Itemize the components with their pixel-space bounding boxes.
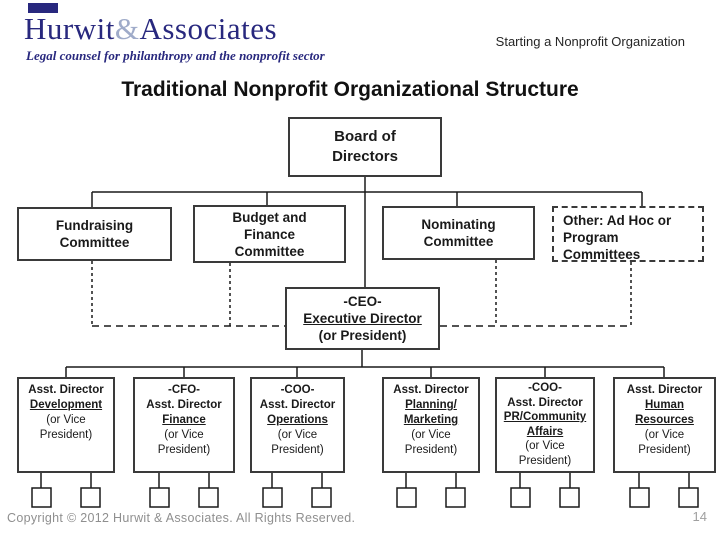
connector-directors-to-staff <box>40 473 690 488</box>
org-box-line: Committees <box>563 247 641 262</box>
org-box-line: Committee <box>59 235 130 250</box>
org-box-line: (or Vice <box>525 440 565 452</box>
org-box-line: Asst. Director <box>393 384 469 396</box>
staff-slot-box <box>262 487 283 508</box>
org-box-other-committees: Other: Ad Hoc or Program Committees <box>552 206 704 262</box>
org-box-line: Committee <box>423 234 494 249</box>
staff-slot-box <box>396 487 417 508</box>
org-box-line: President) <box>638 444 691 456</box>
org-box-line: Operations <box>267 414 328 426</box>
org-box-line: (or Vice <box>46 414 86 426</box>
org-box-line: (or Vice <box>411 429 451 441</box>
staff-slot-box <box>80 487 101 508</box>
org-box-fundraising-committee: Fundraising Committee <box>17 207 172 261</box>
staff-slot-box <box>311 487 332 508</box>
brand-tagline: Legal counsel for philanthropy and the n… <box>26 48 325 63</box>
staff-slot-box <box>678 487 699 508</box>
org-box-line: Affairs <box>526 425 564 438</box>
org-box-line: Budget and <box>232 209 307 225</box>
logo-accent-bar <box>28 3 58 13</box>
staff-slot-box <box>149 487 170 508</box>
org-box-line: Asst. Director <box>146 399 222 411</box>
org-box-line: President) <box>157 444 211 456</box>
dashed-vertical-connectors <box>91 260 632 326</box>
brand-name-part2: Associates <box>139 11 278 46</box>
org-box-line: Asst. Director <box>626 384 703 396</box>
org-box-line: Nominating <box>421 217 496 232</box>
org-box-line: Finance <box>162 414 206 426</box>
org-box-line: Directors <box>332 148 398 165</box>
org-box-line: -COO- <box>528 382 562 394</box>
org-box-line: Board of <box>334 128 396 145</box>
org-box-cfo-finance: -CFO- Asst. Director Finance (or Vice Pr… <box>133 377 235 473</box>
org-box-line: (or President) <box>318 328 407 343</box>
brand-logo: Hurwit&Associates <box>24 12 354 46</box>
org-box-line: Program <box>563 230 619 245</box>
org-box-line: (or Vice <box>277 429 318 441</box>
brand-ampersand: & <box>114 11 140 46</box>
org-box-line: -CFO- <box>168 384 200 396</box>
org-box-line: Executive Director <box>303 311 422 326</box>
org-box-coo-operations: -COO- Asst. Director Operations (or Vice… <box>250 377 345 473</box>
page-number: 14 <box>692 509 707 524</box>
org-box-line: Committee <box>234 243 305 259</box>
brand-name-part1: Hurwit <box>24 11 115 46</box>
org-box-line: Human <box>645 399 684 411</box>
slide-title: Traditional Nonprofit Organizational Str… <box>121 78 579 101</box>
org-box-line: President) <box>39 429 93 441</box>
org-box-line: -CEO- <box>343 294 382 309</box>
org-box-line: (or Vice <box>644 429 685 441</box>
org-box-line: Asst. Director <box>28 384 104 396</box>
org-box-line: President) <box>271 444 324 456</box>
org-box-line: PR/Community <box>503 411 587 423</box>
org-box-line: Development <box>29 399 103 411</box>
org-box-line: Marketing <box>403 414 459 426</box>
staff-slot-box <box>31 487 52 508</box>
staff-slot-squares <box>31 487 699 508</box>
connector-bus2-to-directors <box>65 367 665 377</box>
org-box-line: (or Vice <box>164 429 204 441</box>
org-box-line: Asst. Director <box>259 399 336 411</box>
org-box-ceo: -CEO- Executive Director (or President) <box>285 287 440 350</box>
staff-slot-box <box>629 487 650 508</box>
solid-connectors <box>40 177 690 488</box>
staff-slot-box <box>510 487 531 508</box>
staff-slot-box <box>198 487 219 508</box>
org-box-line: Fundraising <box>55 218 134 233</box>
org-box-coo-pr-community-affairs: -COO- Asst. Director PR/Community Affair… <box>495 377 595 473</box>
staff-slot-box <box>559 487 580 508</box>
org-box-line: President) <box>404 444 458 456</box>
org-box-nominating-committee: Nominating Committee <box>382 206 535 260</box>
org-box-human-resources: Asst. Director Human Resources (or Vice … <box>613 377 716 473</box>
org-box-line: Other: Ad Hoc or <box>563 213 672 228</box>
org-box-line: -COO- <box>280 384 315 396</box>
org-box-planning-marketing: Asst. Director Planning/ Marketing (or V… <box>382 377 480 473</box>
copyright-notice: Copyright © 2012 Hurwit & Associates. Al… <box>7 511 356 525</box>
org-box-line: President) <box>518 454 572 467</box>
org-box-line: Resources <box>635 414 694 426</box>
org-box-budget-finance-committee: Budget and Finance Committee <box>193 205 346 263</box>
org-box-board: Board of Directors <box>288 117 442 177</box>
org-box-line: Finance <box>243 226 295 242</box>
staff-slot-box <box>445 487 466 508</box>
presentation-context-label: Starting a Nonprofit Organization <box>495 34 685 49</box>
org-box-development: Asst. Director Development (or Vice Pres… <box>17 377 115 473</box>
org-box-line: Planning/ <box>405 399 457 411</box>
org-box-line: Asst. Director <box>507 396 583 409</box>
